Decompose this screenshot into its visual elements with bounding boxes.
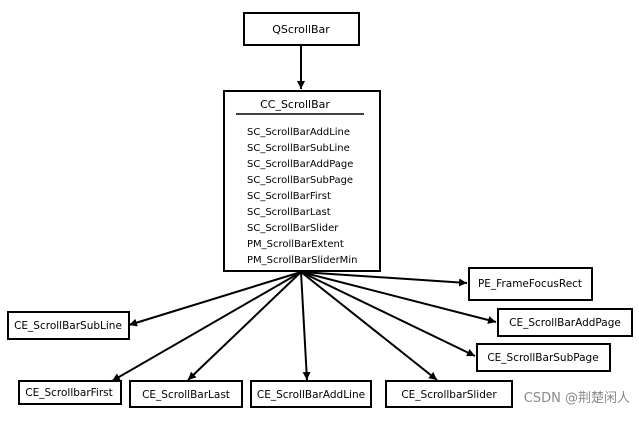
node-ce-scrollbarsubpage: CE_ScrollBarSubPage [476,343,611,372]
node-ce-scrollbarfirst: CE_ScrollbarFirst [18,380,122,405]
node-label: CE_ScrollBarSubLine [14,320,122,332]
sc-item: SC_ScrollBarAddLine [247,127,350,138]
sc-item: SC_ScrollBarLast [247,207,331,218]
sc-item: SC_ScrollBarSubLine [247,143,350,154]
sc-item: SC_ScrollBarFirst [247,191,331,202]
node-ce-scrollbarlast: CE_ScrollBarLast [129,380,243,408]
node-ce-scrollbaraddpage: CE_ScrollBarAddPage [497,308,633,337]
node-cc-scrollbar: CC_ScrollBar SC_ScrollBarAddLine SC_Scro… [223,90,381,272]
node-label: CE_ScrollBarLast [142,389,230,401]
edge-to-ce-scrollbarsubpage [300,271,476,357]
node-label: CE_ScrollbarSlider [401,389,497,401]
node-label: CE_ScrollBarSubPage [487,352,598,364]
sc-item: SC_ScrollBarSubPage [247,175,353,186]
edge-to-ce-scrollbaraddline [300,271,311,381]
node-ce-scrollbarslider: CE_ScrollbarSlider [385,380,513,408]
sc-item: SC_ScrollBarAddPage [247,159,353,170]
node-qscrollbar-label: QScrollBar [272,23,330,36]
node-ce-scrollbaraddline: CE_ScrollBarAddLine [250,380,372,408]
watermark-text: CSDN @荆楚闲人 [524,390,630,406]
edge-to-ce-scrollbaraddpage [300,271,497,324]
edge-to-ce-scrollbarsubline [128,271,302,327]
node-label: CE_ScrollbarFirst [25,387,113,399]
node-label: CE_ScrollBarAddPage [509,317,621,329]
node-label: PE_FrameFocusRect [478,278,582,290]
node-ce-scrollbarsubline: CE_ScrollBarSubLine [7,311,130,340]
edge-to-pe-framefocusrect [300,271,468,287]
sc-item: SC_ScrollBarSlider [247,223,339,234]
pm-item: PM_ScrollBarExtent [247,239,344,250]
node-label: CE_ScrollBarAddLine [257,389,365,401]
edge-to-ce-scrollbarslider [300,271,438,381]
node-cc-scrollbar-title: CC_ScrollBar [260,98,330,111]
pm-item: PM_ScrollBarSliderMin [247,255,357,266]
edge-to-ce-scrollbarfirst [111,271,302,382]
node-pe-framefocusrect: PE_FrameFocusRect [468,267,593,301]
edge-to-ce-scrollbarlast [187,271,302,381]
node-qscrollbar: QScrollBar [243,12,360,46]
